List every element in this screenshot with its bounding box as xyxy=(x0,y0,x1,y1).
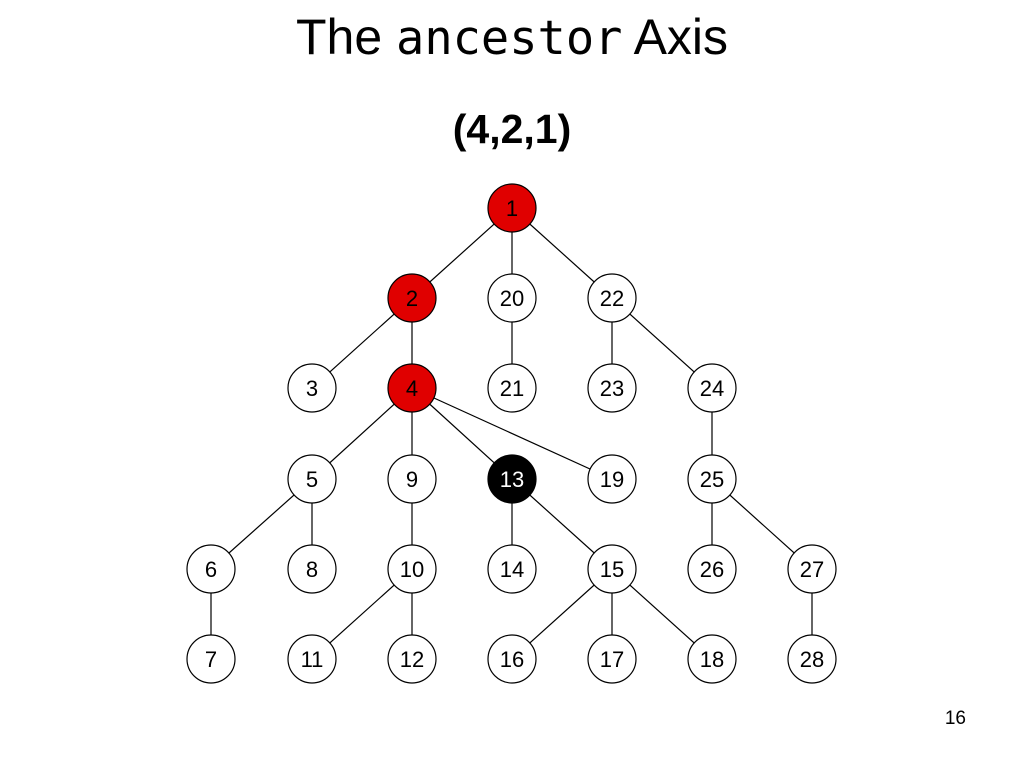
tree-node-27: 27 xyxy=(787,544,837,594)
tree-node-7: 7 xyxy=(186,634,236,684)
title-prefix: The xyxy=(295,9,383,65)
node-circle-4 xyxy=(387,363,437,413)
node-label-8: 8 xyxy=(306,557,318,582)
node-circle-3 xyxy=(287,363,337,413)
node-circle-1 xyxy=(487,183,537,233)
node-label-11: 11 xyxy=(301,647,324,672)
tree-node-13: 13 xyxy=(487,454,537,504)
slide-title: The ancestor Axis xyxy=(0,6,1024,70)
node-circle-6 xyxy=(186,544,236,594)
tree-node-22: 22 xyxy=(587,273,637,323)
tree-node-25: 25 xyxy=(687,454,737,504)
tree-node-17: 17 xyxy=(587,634,637,684)
node-label-22: 22 xyxy=(600,286,624,311)
tree-node-8: 8 xyxy=(287,544,337,594)
tree-node-15: 15 xyxy=(587,544,637,594)
node-circle-2 xyxy=(387,273,437,323)
node-label-5: 5 xyxy=(306,467,318,492)
tree-node-5: 5 xyxy=(287,454,337,504)
node-circle-18 xyxy=(687,634,737,684)
node-circle-20 xyxy=(487,273,537,323)
node-circle-28 xyxy=(787,634,837,684)
node-label-9: 9 xyxy=(406,467,418,492)
node-label-28: 28 xyxy=(800,647,824,672)
node-circle-17 xyxy=(587,634,637,684)
node-label-4: 4 xyxy=(406,376,418,401)
node-label-1: 1 xyxy=(506,196,518,221)
node-label-24: 24 xyxy=(700,376,724,401)
tree-node-18: 18 xyxy=(687,634,737,684)
node-circle-14 xyxy=(487,544,537,594)
node-label-13: 13 xyxy=(500,467,524,492)
node-label-20: 20 xyxy=(500,286,524,311)
page-number: 16 xyxy=(944,708,966,729)
tree-node-16: 16 xyxy=(487,634,537,684)
tree-node-14: 14 xyxy=(487,544,537,594)
node-circle-9 xyxy=(387,454,437,504)
node-label-23: 23 xyxy=(600,376,624,401)
node-circle-5 xyxy=(287,454,337,504)
tree-node-3: 3 xyxy=(287,363,337,413)
tree-node-28: 28 xyxy=(787,634,837,684)
tree-node-2: 2 xyxy=(387,273,437,323)
node-label-14: 14 xyxy=(500,557,524,582)
node-label-3: 3 xyxy=(306,376,318,401)
node-circle-12 xyxy=(387,634,437,684)
node-circle-11 xyxy=(287,634,337,684)
node-label-7: 7 xyxy=(205,647,217,672)
tree-node-11: 11 xyxy=(287,634,337,684)
node-label-12: 12 xyxy=(400,647,424,672)
tree-node-12: 12 xyxy=(387,634,437,684)
tree-node-21: 21 xyxy=(487,363,537,413)
title-suffix: Axis xyxy=(633,9,729,65)
node-circle-26 xyxy=(687,544,737,594)
node-circle-10 xyxy=(387,544,437,594)
node-label-21: 21 xyxy=(500,376,524,401)
node-circle-19 xyxy=(587,454,637,504)
node-label-18: 18 xyxy=(700,647,724,672)
node-label-6: 6 xyxy=(205,557,217,582)
tree-node-1: 1 xyxy=(487,183,537,233)
node-circle-23 xyxy=(587,363,637,413)
title-code: ancestor xyxy=(396,11,623,66)
tree-node-9: 9 xyxy=(387,454,437,504)
node-circle-22 xyxy=(587,273,637,323)
node-circle-25 xyxy=(687,454,737,504)
node-circle-8 xyxy=(287,544,337,594)
tree-node-6: 6 xyxy=(186,544,236,594)
node-circle-27 xyxy=(787,544,837,594)
node-label-16: 16 xyxy=(500,647,524,672)
node-circle-7 xyxy=(186,634,236,684)
node-circle-21 xyxy=(487,363,537,413)
node-circle-13 xyxy=(487,454,537,504)
slide-subtitle: (4,2,1) xyxy=(452,106,572,152)
node-label-17: 17 xyxy=(600,647,624,672)
tree-node-23: 23 xyxy=(587,363,637,413)
tree-node-24: 24 xyxy=(687,363,737,413)
tree-node-26: 26 xyxy=(687,544,737,594)
node-label-15: 15 xyxy=(600,557,624,582)
node-label-26: 26 xyxy=(700,557,724,582)
node-label-25: 25 xyxy=(700,467,724,492)
tree-node-10: 10 xyxy=(387,544,437,594)
node-circle-24 xyxy=(687,363,737,413)
node-label-27: 27 xyxy=(800,557,824,582)
tree-node-4: 4 xyxy=(387,363,437,413)
node-circle-15 xyxy=(587,544,637,594)
node-label-19: 19 xyxy=(600,467,624,492)
node-label-2: 2 xyxy=(406,286,418,311)
tree-node-20: 20 xyxy=(487,273,537,323)
node-circle-16 xyxy=(487,634,537,684)
edge-4-19 xyxy=(411,387,613,480)
node-label-10: 10 xyxy=(400,557,424,582)
tree-node-19: 19 xyxy=(587,454,637,504)
